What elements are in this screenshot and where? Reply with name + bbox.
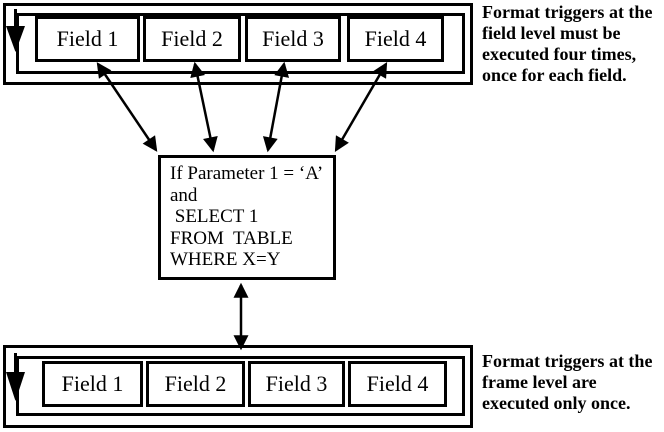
bottom-field-2: Field 2	[146, 361, 245, 407]
top-field-4: Field 4	[347, 16, 444, 62]
top-field-1: Field 1	[35, 16, 140, 62]
code-line: FROM TABLE	[170, 227, 293, 249]
top-frame-outer-border	[3, 3, 473, 85]
code-line: WHERE X=Y	[170, 249, 281, 270]
bottom-field-4: Field 4	[348, 361, 447, 407]
code-line: and	[170, 184, 198, 206]
top-field-3: Field 3	[245, 16, 341, 62]
bottom-field-1: Field 1	[42, 361, 143, 407]
field-level-note: Format triggers at the field level must …	[482, 2, 653, 85]
top-field-2: Field 2	[143, 16, 241, 62]
code-line: If Parameter 1 = ‘A’	[170, 163, 324, 184]
bottom-field-3: Field 3	[248, 361, 345, 407]
frame-level-note: Format triggers at the frame level are e…	[482, 351, 653, 413]
code-line: SELECT 1	[170, 206, 259, 227]
trigger-code-box: If Parameter 1 = ‘A’ and SELECT 1 FROM T…	[158, 155, 336, 280]
